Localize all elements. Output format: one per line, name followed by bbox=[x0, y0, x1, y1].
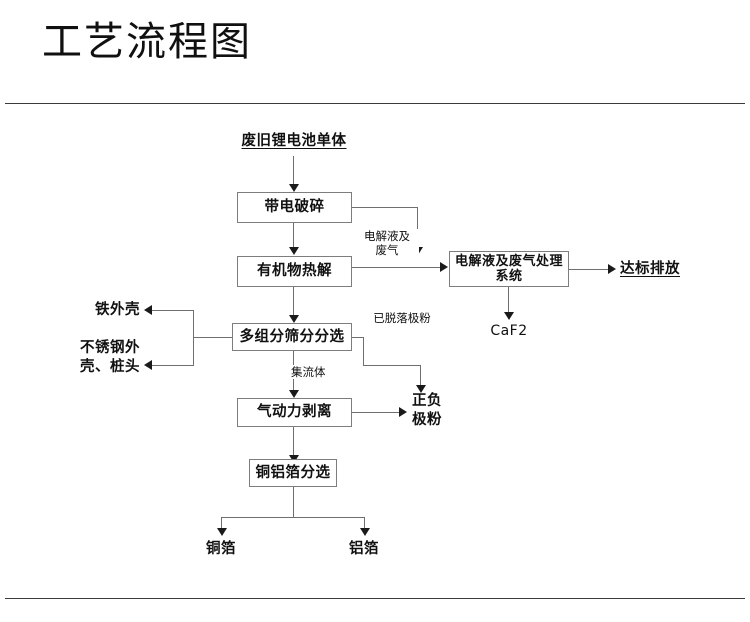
edge-gassystem-to-caf2 bbox=[508, 287, 509, 316]
edge-sieving-left-trunk bbox=[193, 337, 233, 338]
edge-sieving-to-iron-shell bbox=[150, 310, 194, 311]
edge-gassystem-to-emission bbox=[569, 269, 610, 270]
edge-foilsorting-trunk bbox=[293, 487, 294, 517]
node-pneumatic-stripping: 气动力剥离 bbox=[237, 398, 352, 427]
arrowhead-sieving-to-pneumatic bbox=[289, 390, 299, 398]
arrowhead-to-aluminum-foil bbox=[360, 528, 370, 536]
edge-crush-to-pyrolysis bbox=[293, 223, 294, 251]
node-multicomponent-sieving: 多组分筛分分选 bbox=[232, 323, 352, 351]
page-title: 工艺流程图 bbox=[42, 19, 252, 65]
arrowhead-detached-powder bbox=[416, 385, 426, 393]
edge-label-detached-powder: 已脱落极粉 bbox=[373, 311, 431, 325]
edge-pneumatic-to-powder bbox=[352, 412, 401, 413]
node-stainless-steel-shell: 不锈钢外 壳、桩头 bbox=[80, 340, 140, 375]
arrowhead-sieving-to-iron-shell bbox=[144, 305, 152, 315]
header-divider bbox=[5, 103, 745, 104]
arrowhead-sieving-to-steel-shell bbox=[144, 360, 152, 370]
arrowhead-to-copper-foil bbox=[217, 528, 227, 536]
edge-pyrolysis-to-sieving bbox=[293, 287, 294, 319]
node-copper-foil: 铜箔 bbox=[206, 541, 236, 557]
edge-detached-powder-v2 bbox=[420, 365, 421, 389]
arrowhead-pneumatic-to-powder bbox=[399, 407, 407, 417]
node-aluminum-foil: 铝箔 bbox=[349, 541, 379, 557]
node-iron-shell: 铁外壳 bbox=[95, 302, 140, 318]
node-input-battery: 废旧锂电池单体 bbox=[241, 133, 347, 149]
edge-to-copper-foil bbox=[221, 517, 222, 532]
arrowhead-input-to-crush bbox=[289, 184, 299, 192]
edge-foilsorting-split bbox=[221, 517, 365, 518]
edge-sieving-to-steel-shell bbox=[150, 365, 194, 366]
node-organic-pyrolysis: 有机物热解 bbox=[237, 256, 352, 287]
arrowhead-gassystem-to-emission bbox=[608, 264, 616, 274]
edge-sieving-right-stub bbox=[352, 337, 364, 338]
node-charged-crushing: 带电破碎 bbox=[237, 192, 352, 223]
arrowhead-pyrolysis-to-sieving bbox=[289, 315, 299, 323]
footer-divider bbox=[5, 598, 745, 599]
edge-pneumatic-to-foilsorting bbox=[293, 427, 294, 459]
arrowhead-crush-to-pyrolysis bbox=[289, 247, 299, 255]
edge-detached-powder-v1 bbox=[363, 337, 364, 365]
edge-input-to-crush bbox=[293, 156, 294, 188]
node-electrode-powder: 正负 极粉 bbox=[412, 393, 442, 428]
flowchart-canvas: 废旧锂电池单体 带电破碎 电解液及 废气 有机物热解 电解液及废气处理 系统 达… bbox=[0, 104, 750, 598]
edge-label-electrolyte-gas: 电解液及 废气 bbox=[355, 229, 419, 257]
edge-sieving-left-vertical bbox=[193, 310, 194, 365]
edge-label-current-collector: 集流体 bbox=[290, 365, 352, 379]
edge-pyrolysis-to-gassystem bbox=[352, 267, 442, 268]
node-gas-treatment-system: 电解液及废气处理 系统 bbox=[449, 251, 569, 287]
node-compliant-emission: 达标排放 bbox=[620, 261, 680, 277]
edge-crush-to-gas-h bbox=[352, 207, 418, 208]
node-foil-sorting: 铜铝箔分选 bbox=[249, 459, 337, 487]
edge-to-aluminum-foil bbox=[364, 517, 365, 532]
arrowhead-gassystem-to-caf2 bbox=[504, 312, 514, 320]
node-caf2: CaF2 bbox=[490, 323, 528, 339]
edge-detached-powder-h bbox=[363, 365, 421, 366]
arrowhead-pyrolysis-to-gassystem bbox=[440, 262, 448, 272]
